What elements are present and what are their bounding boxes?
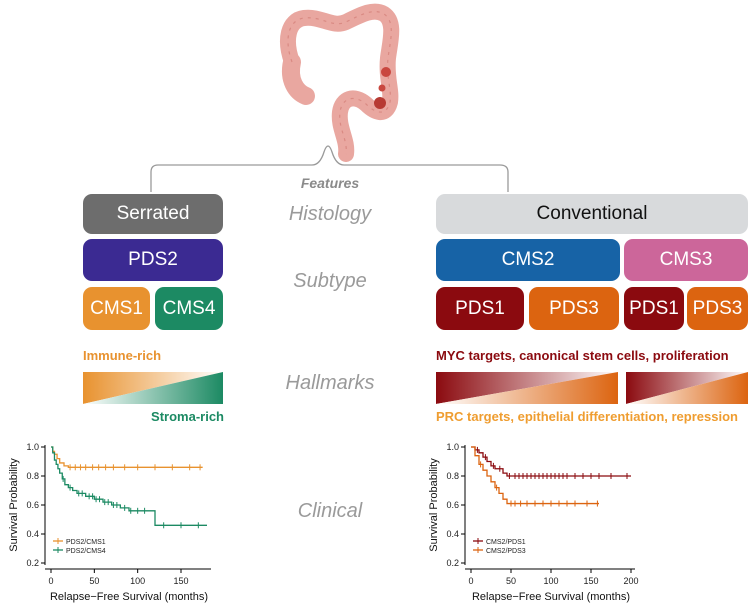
conventional-box: Conventional bbox=[436, 194, 748, 234]
y-tick-label: 0.6 bbox=[446, 500, 459, 510]
pds3-box: PDS3 bbox=[687, 287, 748, 330]
feature-subtype: Subtype bbox=[293, 270, 367, 292]
cms2-box: CMS2 bbox=[436, 239, 620, 281]
legend-label: PDS2/CMS1 bbox=[66, 539, 106, 546]
survival-curve bbox=[471, 446, 631, 477]
colon-illustration bbox=[280, 3, 400, 162]
cms3-box: CMS3 bbox=[624, 239, 748, 281]
stroma-rich-label: Stroma-rich bbox=[151, 409, 224, 424]
y-tick-label: 0.8 bbox=[446, 471, 459, 481]
survival-curve bbox=[51, 446, 207, 526]
x-tick-label: 150 bbox=[173, 576, 188, 586]
y-axis-label: Survival Probability bbox=[428, 458, 440, 552]
x-tick-label: 150 bbox=[583, 576, 598, 586]
tumor-mark bbox=[378, 84, 386, 92]
pds1-box: PDS1 bbox=[624, 287, 684, 330]
survival-curve bbox=[51, 446, 203, 468]
feature-clinical: Clinical bbox=[297, 500, 363, 522]
legend-label: CMS2/PDS3 bbox=[486, 548, 526, 555]
y-tick-label: 0.4 bbox=[446, 529, 459, 539]
x-tick-label: 50 bbox=[89, 576, 99, 586]
km-plot-right: 0 50 100 150 200 0.2 0.4 0.6 0.8 1.0Relapse−Free … bbox=[428, 442, 639, 603]
stroma-rich-wedge bbox=[83, 372, 223, 404]
y-tick-label: 0.8 bbox=[26, 471, 39, 481]
cms4-box: CMS4 bbox=[155, 287, 223, 330]
y-axis-label: Survival Probability bbox=[8, 458, 20, 552]
y-tick-label: 0.4 bbox=[26, 529, 39, 539]
prc-targets-label: PRC targets, epithelial differentiation,… bbox=[436, 409, 738, 424]
tumor-mark bbox=[374, 97, 386, 109]
legend-label: CMS2/PDS1 bbox=[486, 539, 526, 546]
y-tick-label: 0.6 bbox=[26, 500, 39, 510]
serrated-box: Serrated bbox=[83, 194, 223, 234]
x-tick-label: 100 bbox=[130, 576, 145, 586]
x-tick-label: 0 bbox=[468, 576, 473, 586]
feature-bracket bbox=[150, 145, 509, 192]
pds2-box: PDS2 bbox=[83, 239, 223, 281]
feature-hallmarks: Hallmarks bbox=[285, 372, 375, 394]
myc-targets-label: MYC targets, canonical stem cells, proli… bbox=[436, 348, 729, 363]
prc-wedge bbox=[626, 372, 748, 404]
y-tick-label: 0.2 bbox=[446, 558, 459, 568]
immune-rich-label: Immune-rich bbox=[83, 348, 162, 363]
hallmark-gradients bbox=[83, 372, 748, 404]
y-tick-label: 1.0 bbox=[26, 442, 39, 452]
x-tick-label: 0 bbox=[48, 576, 53, 586]
x-tick-label: 200 bbox=[623, 576, 638, 586]
x-tick-label: 100 bbox=[543, 576, 558, 586]
survival-curve bbox=[471, 446, 599, 505]
x-axis-label: Relapse−Free Survival (months) bbox=[472, 591, 630, 603]
cms1-box: CMS1 bbox=[83, 287, 150, 330]
tumor-mark bbox=[381, 67, 391, 77]
feature-histology: Histology bbox=[288, 203, 372, 225]
y-tick-label: 1.0 bbox=[446, 442, 459, 452]
prc-wedge bbox=[436, 372, 618, 404]
pds1-box: PDS1 bbox=[436, 287, 524, 330]
pds3-box: PDS3 bbox=[529, 287, 619, 330]
y-tick-label: 0.2 bbox=[26, 558, 39, 568]
legend-label: PDS2/CMS4 bbox=[66, 548, 106, 555]
x-axis-label: Relapse−Free Survival (months) bbox=[50, 591, 208, 603]
features-heading: Features bbox=[300, 175, 360, 191]
x-tick-label: 50 bbox=[506, 576, 516, 586]
